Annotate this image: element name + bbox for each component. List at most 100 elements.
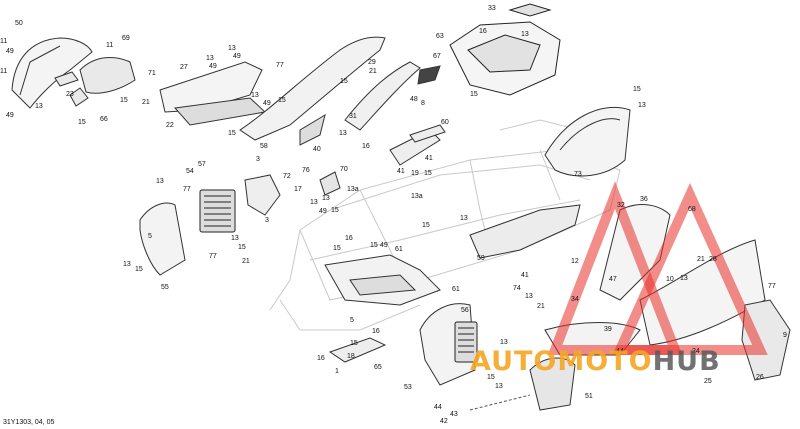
part-label-p41a: 41 <box>425 155 433 162</box>
part-label-p13q: 13 <box>500 339 508 346</box>
part-label-p59: 59 <box>477 255 485 262</box>
part-label-p22: 22 <box>166 122 174 129</box>
part-label-p13f: 13 <box>521 31 529 38</box>
part-label-p15c: 15 <box>278 97 286 104</box>
part-label-p15f: 15 <box>470 91 478 98</box>
part-label-p39: 39 <box>604 326 612 333</box>
part-seat <box>544 106 631 177</box>
part-label-p13o: 13 <box>525 293 533 300</box>
part-label-p47: 47 <box>609 276 617 283</box>
part-label-p48: 48 <box>410 96 418 103</box>
part-label-p27: 27 <box>180 64 188 71</box>
part-label-p5b: 5 <box>350 317 354 324</box>
part-grille-56 <box>454 321 478 363</box>
part-label-p11b: 11 <box>0 68 8 75</box>
part-label-p21e: 21 <box>537 303 545 310</box>
part-label-p21c: 21 <box>242 258 250 265</box>
part-label-p13p: 13 <box>495 383 503 390</box>
part-floor-tray <box>324 254 441 306</box>
part-label-p24: 24 <box>692 348 700 355</box>
part-label-p65: 65 <box>374 364 382 371</box>
part-center-brackets <box>389 124 446 166</box>
part-label-p15h: 15 <box>424 170 432 177</box>
part-label-p49b: 49 <box>6 112 14 119</box>
part-label-p32: 32 <box>617 202 625 209</box>
part-label-p17: 17 <box>294 186 302 193</box>
part-label-p16c: 16 <box>345 235 353 242</box>
part-label-p31: 31 <box>349 113 357 120</box>
part-label-p13g: 13 <box>638 102 646 109</box>
part-label-p16a: 16 <box>479 28 487 35</box>
part-footrest-rail <box>239 36 386 146</box>
part-label-p77d: 77 <box>768 283 776 290</box>
part-label-p63: 63 <box>436 33 444 40</box>
part-label-p53: 53 <box>404 384 412 391</box>
part-label-p36: 36 <box>640 196 648 203</box>
part-label-p71: 71 <box>148 70 156 77</box>
part-label-p73: 73 <box>574 171 582 178</box>
part-bracket-70 <box>319 171 341 196</box>
part-label-p15p: 15 <box>487 374 495 381</box>
part-label-p15d: 15 <box>228 130 236 137</box>
part-label-p13m: 13 <box>460 215 468 222</box>
part-right-fairing <box>599 204 791 381</box>
part-bracket-65 <box>328 337 387 363</box>
part-label-p51: 51 <box>585 393 593 400</box>
part-side-cover-29 <box>344 61 441 131</box>
part-bracket-72 <box>244 174 281 216</box>
part-label-p55: 55 <box>161 284 169 291</box>
diagram-code: 31Y1303, 04, 05 <box>3 419 55 426</box>
part-kick-panel <box>139 202 186 276</box>
part-label-p34: 34 <box>571 296 579 303</box>
part-label-p77b: 77 <box>183 186 191 193</box>
part-label-p41b: 41 <box>397 168 405 175</box>
part-label-p67: 67 <box>433 53 441 60</box>
part-label-p5a: 5 <box>148 233 152 240</box>
part-label-p11a: 11 <box>0 38 8 45</box>
part-label-p28: 28 <box>709 256 717 263</box>
part-label-p25: 25 <box>704 378 712 385</box>
part-label-p68: 68 <box>688 206 696 213</box>
part-label-p15b: 15 <box>120 97 128 104</box>
part-label-p13h: 13 <box>156 178 164 185</box>
part-label-p15n: 15 <box>422 222 430 229</box>
part-label-p18: 18 <box>347 353 355 360</box>
part-label-p49f: 49 <box>319 208 327 215</box>
part-label-p19: 19 <box>411 170 419 177</box>
part-label-p13a3: 13a <box>411 193 423 200</box>
part-fairing-59 <box>469 204 581 259</box>
part-label-p69: 69 <box>122 35 130 42</box>
part-label-p15k: 15 <box>238 244 246 251</box>
part-label-p13l: 13 <box>231 235 239 242</box>
part-label-p42: 42 <box>440 418 448 425</box>
part-label-p10: 10 <box>666 276 674 283</box>
part-label-p40: 40 <box>313 146 321 153</box>
part-front-shroud <box>11 37 93 109</box>
part-label-p77a: 77 <box>276 62 284 69</box>
part-label-p13a2: 13a <box>347 186 359 193</box>
part-label-p74: 74 <box>513 285 521 292</box>
part-label-p76: 76 <box>302 167 310 174</box>
part-label-p13a: 13 <box>35 103 43 110</box>
part-label-p23: 23 <box>66 91 74 98</box>
part-label-p3b: 3 <box>265 217 269 224</box>
part-label-p50: 50 <box>15 20 23 27</box>
part-label-p12: 12 <box>571 258 579 265</box>
watermark-text: AUTOMOTOHUB <box>470 346 721 377</box>
part-label-p21b: 21 <box>369 68 377 75</box>
part-label-p49e: 49 <box>263 100 271 107</box>
part-storage-trunk <box>449 3 561 96</box>
part-small-panels <box>54 57 136 107</box>
part-label-p33: 33 <box>488 5 496 12</box>
part-label-p60: 60 <box>441 119 449 126</box>
part-label-p9: 9 <box>783 332 787 339</box>
part-label-p70: 70 <box>340 166 348 173</box>
part-side-panel-left <box>159 61 267 126</box>
part-label-p15j: 15 <box>135 266 143 273</box>
part-label-p66: 66 <box>100 116 108 123</box>
part-label-p61a: 61 <box>395 246 403 253</box>
part-grille-54 <box>199 189 236 233</box>
part-label-p49c: 49 <box>209 63 217 70</box>
